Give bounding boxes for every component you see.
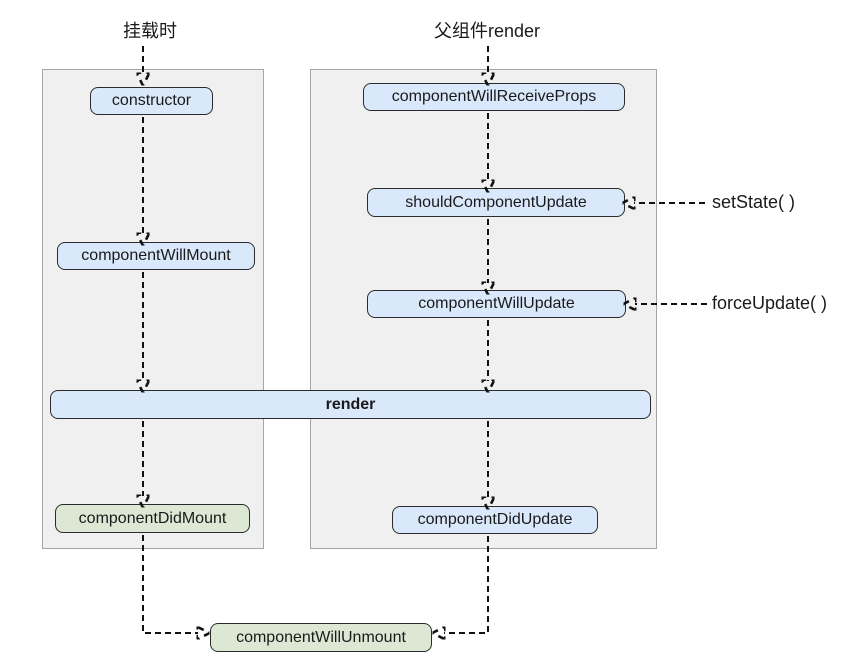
arrow-did-mount-to-will-unmount [142,535,198,633]
node-component-will-mount: componentWillMount [57,242,255,270]
node-render: render [50,390,651,419]
node-constructor: constructor [90,87,213,115]
node-should-component-update: shouldComponentUpdate [367,188,625,217]
mount-phase-panel [42,69,264,549]
node-component-will-unmount: componentWillUnmount [210,623,432,652]
node-component-did-mount: componentDidMount [55,504,250,533]
mount-flow-label: 挂载时 [123,21,177,41]
node-component-did-update: componentDidUpdate [392,506,598,534]
force-update-label: forceUpdate( ) [712,293,828,313]
arrow-did-update-to-will-unmount [444,536,489,633]
parent-render-flow-label: 父组件render [433,21,541,41]
node-component-will-update: componentWillUpdate [367,290,626,318]
node-component-will-receive-props: componentWillReceiveProps [363,83,625,111]
set-state-label: setState( ) [712,192,796,212]
